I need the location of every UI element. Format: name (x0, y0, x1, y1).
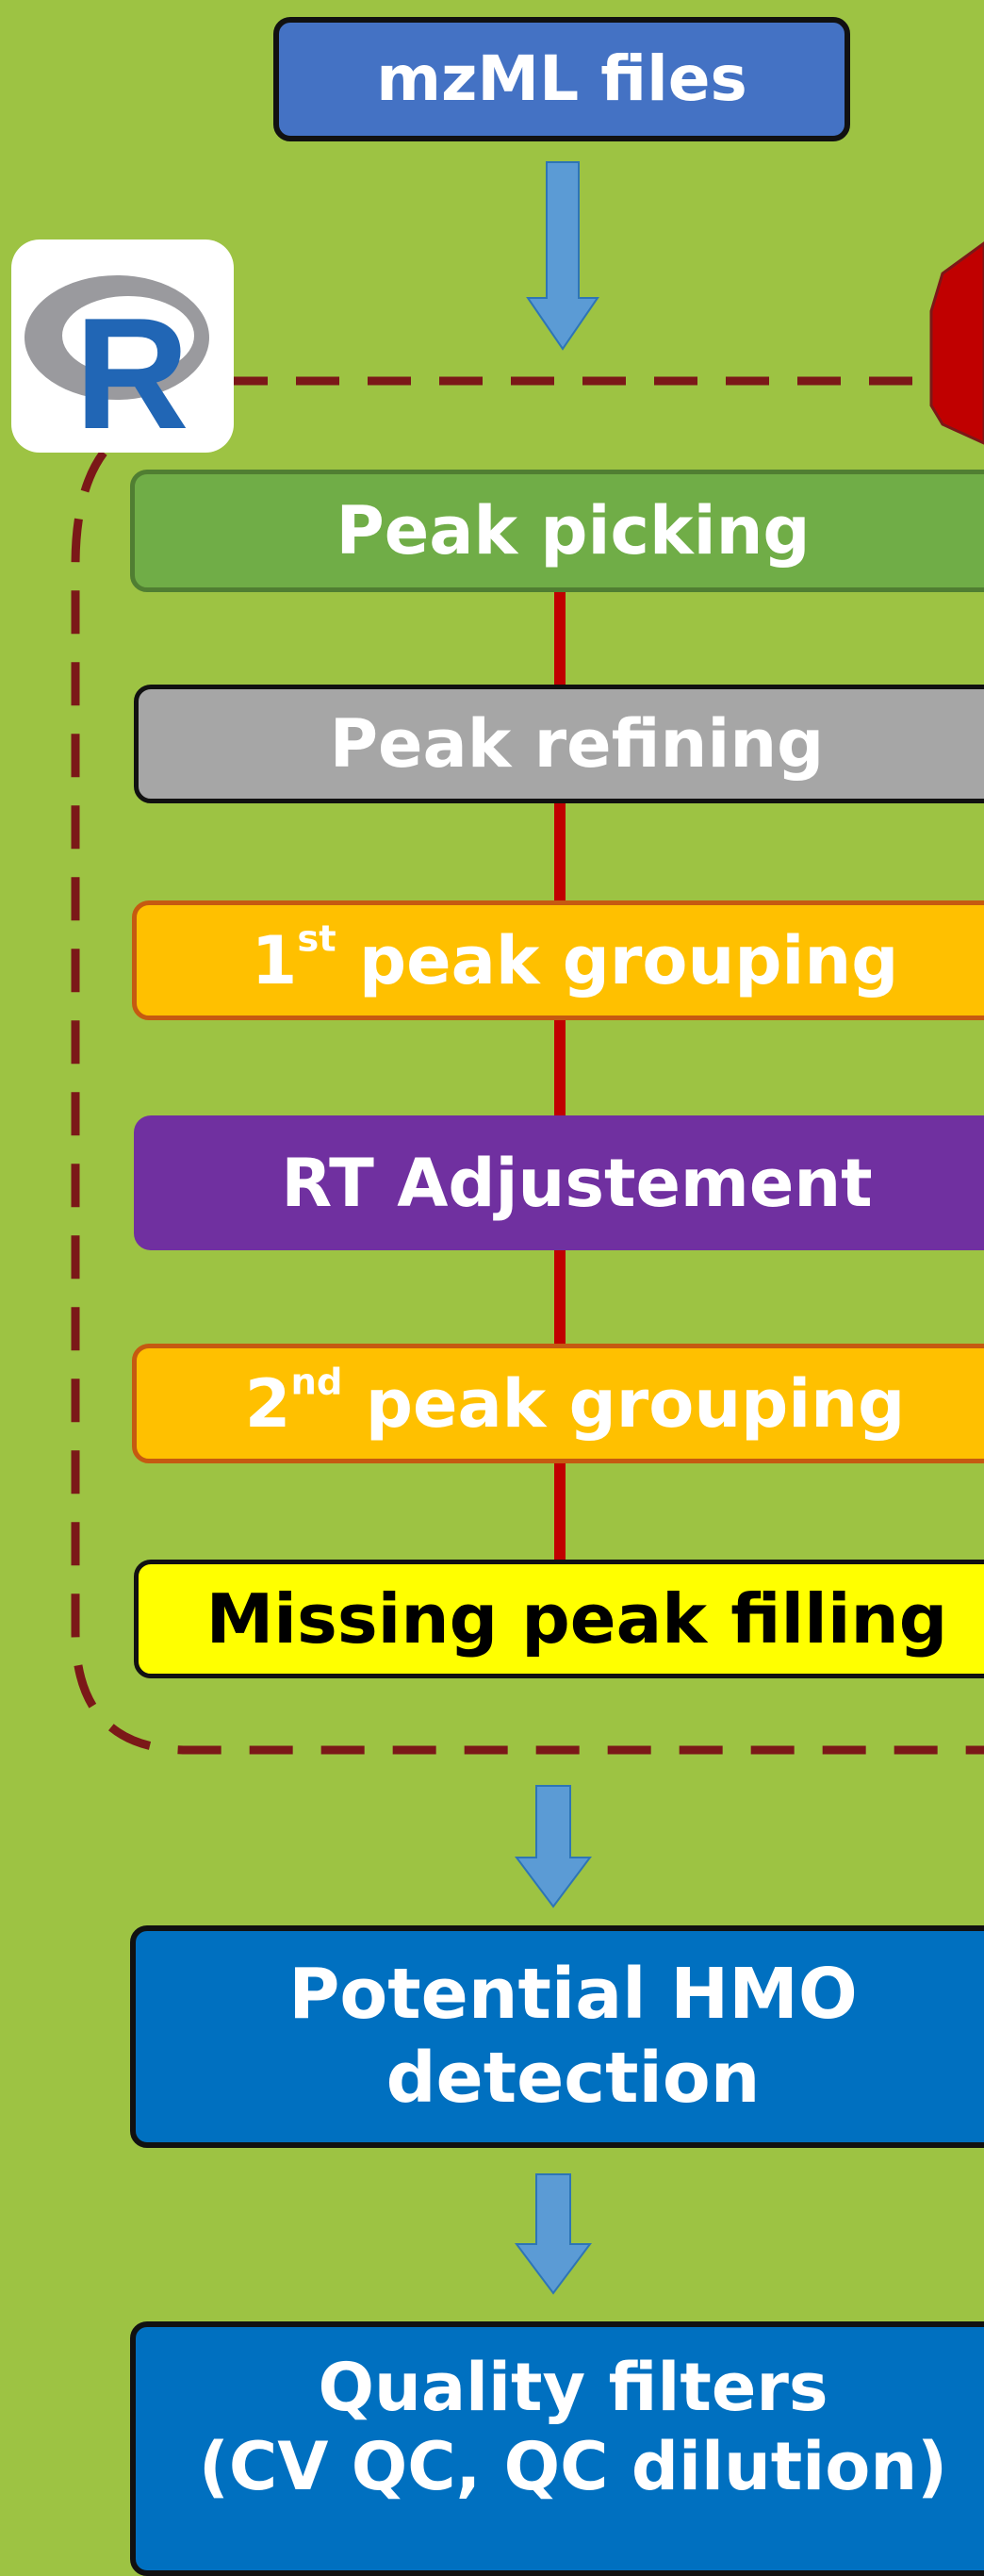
node-label: Peak refining (329, 705, 825, 783)
r-logo-letter: R (74, 285, 189, 453)
connector-line (554, 1020, 566, 1115)
node-label: Missing peak filling (205, 1578, 948, 1659)
arrow-down-icon (515, 1785, 592, 1908)
node-label: Peak picking (336, 492, 811, 570)
node-label-line2: detection (385, 2038, 761, 2119)
missing-peak-filling-node: Missing peak filling (134, 1560, 984, 1678)
node-label-line1: Quality filters (318, 2349, 828, 2426)
node-label-line1: Potential HMO (288, 1954, 858, 2036)
r-logo: R (11, 239, 234, 462)
node-label: mzML files (376, 42, 747, 116)
mzml-files-node: mzML files (273, 17, 850, 141)
node-label-line2: (CV QC, QC dilution) (198, 2428, 948, 2505)
peak-refining-node: Peak refining (134, 685, 984, 803)
second-peak-grouping-node: 2nd peak grouping (132, 1344, 984, 1463)
quality-filters-node: Quality filters (CV QC, QC dilution) (130, 2321, 984, 2576)
connector-line (554, 1250, 566, 1344)
r-workflow-group-border (71, 376, 984, 1755)
node-label: 1st peak grouping (251, 916, 899, 999)
hmo-detection-node: Potential HMO detection (130, 1925, 984, 2148)
side-panel-edge (929, 241, 984, 445)
arrow-down-icon (526, 161, 599, 351)
peak-picking-node: Peak picking (130, 470, 984, 592)
arrow-down-icon (515, 2173, 592, 2295)
rt-adjustment-node: RT Adjustement (134, 1115, 984, 1250)
node-label: RT Adjustement (281, 1144, 873, 1222)
node-label: 2nd peak grouping (244, 1360, 906, 1443)
connector-line (554, 803, 566, 900)
connector-line (554, 1463, 566, 1560)
first-peak-grouping-node: 1st peak grouping (132, 900, 984, 1020)
connector-line (554, 592, 566, 685)
